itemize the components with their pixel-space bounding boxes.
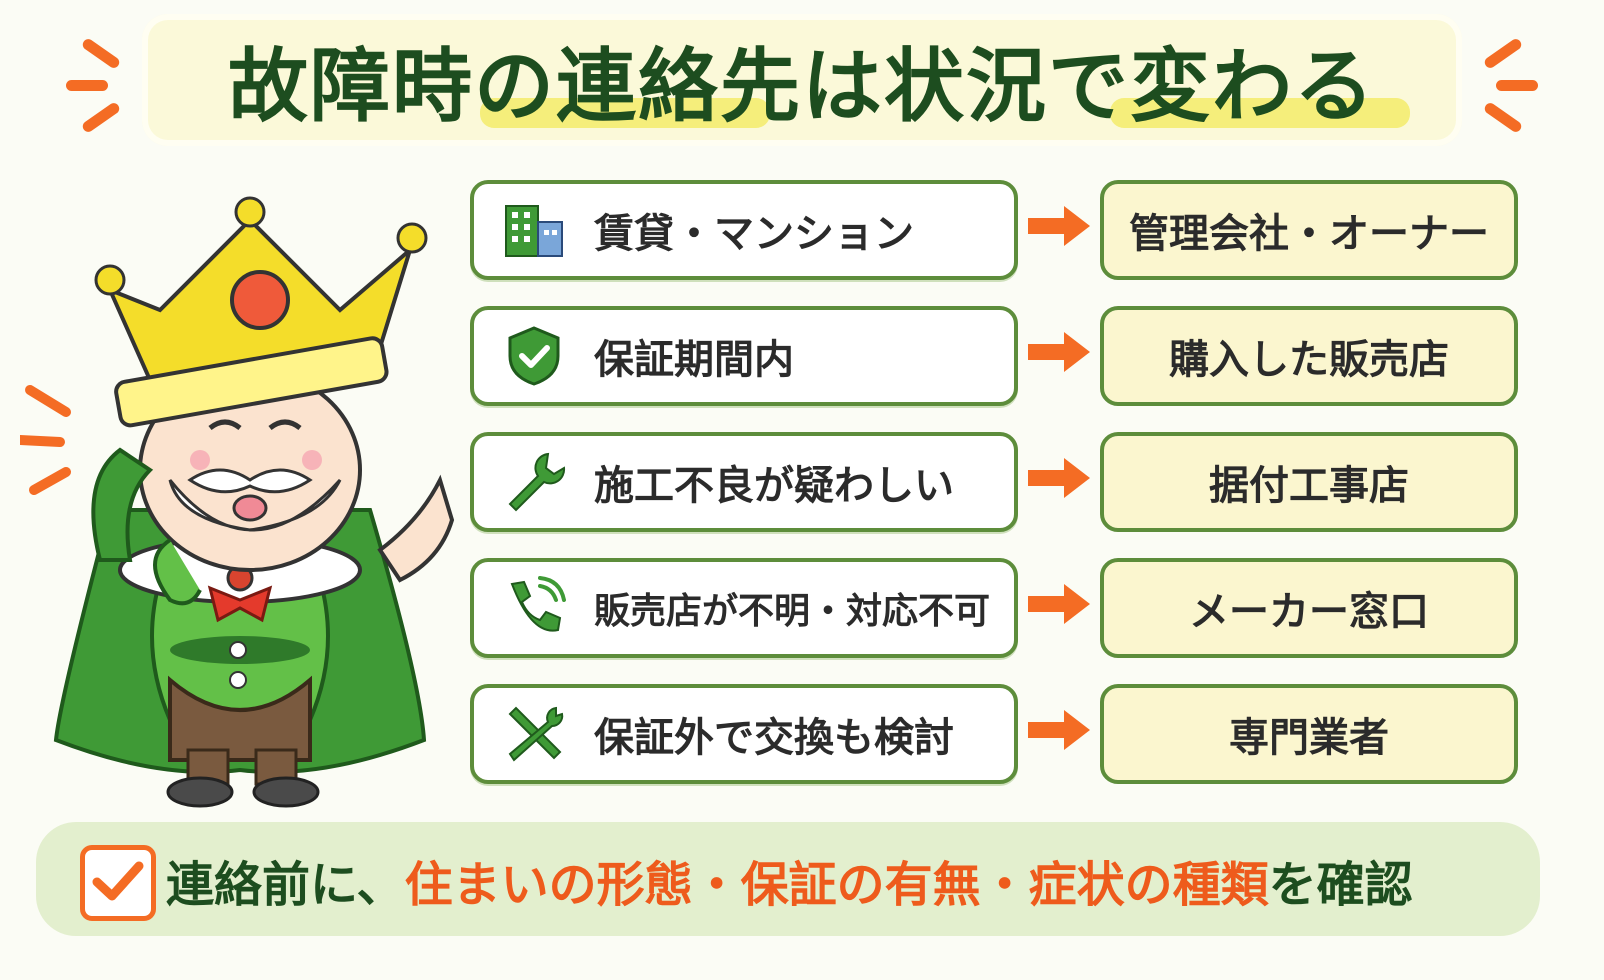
page-title: 故障時の連絡先は状況で変わる <box>228 40 1376 133</box>
footer-tail: を確認 <box>1268 857 1413 913</box>
king-mascot-illustration <box>20 196 455 808</box>
arrow-right-icon <box>1028 332 1090 372</box>
mascot-burst <box>20 385 71 495</box>
phone-ringing-icon <box>510 576 566 632</box>
wrench-icon <box>508 452 566 512</box>
condition-row-unknown-dealer: 販売店が不明・対応不可 <box>470 558 1018 658</box>
arrow-right-icon <box>1028 584 1090 624</box>
contact-box-specialist: 専門業者 <box>1100 684 1518 784</box>
condition-label: 保証期間内 <box>594 337 794 383</box>
condition-label: 販売店が不明・対応不可 <box>594 591 991 632</box>
footer-note: 連絡前に、 住まいの形態・保証の有無・症状の種類 を確認 <box>166 828 1544 932</box>
title-highlight-1 <box>480 98 770 128</box>
condition-row-installation: 施工不良が疑わしい <box>470 432 1018 532</box>
tools-crossed-icon <box>508 706 564 762</box>
arrow-right-icon <box>1028 710 1090 750</box>
contact-box-manufacturer: メーカー窓口 <box>1100 558 1518 658</box>
condition-label: 賃貸・マンション <box>594 211 914 257</box>
condition-row-rental: 賃貸・マンション <box>470 180 1018 280</box>
condition-row-warranty: 保証期間内 <box>470 306 1018 406</box>
apartment-building-icon <box>505 205 563 257</box>
title-burst-right <box>1470 36 1550 135</box>
contact-box-installation: 据付工事店 <box>1100 432 1518 532</box>
title-highlight-2 <box>1110 98 1410 128</box>
condition-label: 保証外で交換も検討 <box>594 715 954 761</box>
checkbox-icon <box>80 845 156 921</box>
arrow-right-icon <box>1028 206 1090 246</box>
condition-row-out-of-warranty: 保証外で交換も検討 <box>470 684 1018 784</box>
shield-check-icon <box>508 326 560 386</box>
condition-label: 施工不良が疑わしい <box>594 463 954 509</box>
contact-box-rental: 管理会社・オーナー <box>1100 180 1518 280</box>
footer-banner <box>36 822 1540 936</box>
arrow-right-icon <box>1028 458 1090 498</box>
contact-box-warranty: 購入した販売店 <box>1100 306 1518 406</box>
footer-lead: 連絡前に、 <box>166 857 405 913</box>
title-burst-left <box>60 36 140 135</box>
checkmark-icon <box>92 861 144 901</box>
footer-highlight: 住まいの形態・保証の有無・症状の種類 <box>404 857 1269 913</box>
